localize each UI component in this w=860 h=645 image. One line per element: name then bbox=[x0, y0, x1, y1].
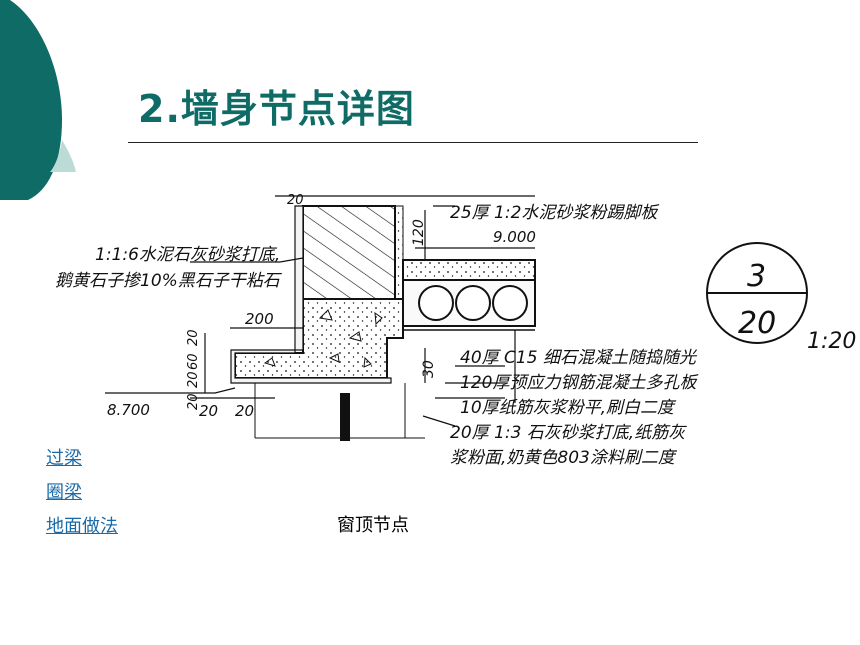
detail-sheet: 20 bbox=[738, 306, 776, 341]
dim-60: 60 bbox=[186, 353, 201, 370]
link-floor-method[interactable]: 地面做法 bbox=[46, 516, 118, 537]
detail-number: 3 bbox=[747, 259, 766, 294]
dim-20-c: 20 bbox=[186, 393, 201, 410]
dim-20-top: 20 bbox=[287, 193, 304, 208]
link-lintel[interactable]: 过梁 bbox=[46, 448, 82, 469]
dim-20-a: 20 bbox=[186, 329, 201, 346]
title-underline bbox=[128, 142, 698, 143]
dim-200: 200 bbox=[245, 310, 274, 328]
elevation-9000: 9.000 bbox=[493, 228, 536, 246]
floor-topping bbox=[402, 259, 536, 281]
note-plaster-2: 浆粉面,奶黄色803涂料刷二度 bbox=[450, 448, 678, 468]
dim-30: 30 bbox=[421, 360, 437, 378]
note-plaster-1: 20厚 1:3 石灰砂浆打底,纸筋灰 bbox=[450, 423, 687, 443]
dim-20-e: 20 bbox=[235, 402, 254, 420]
note-slab: 120厚预应力钢筋混凝土多孔板 bbox=[460, 373, 699, 393]
dim-20-b: 20 bbox=[186, 371, 201, 388]
note-ceiling: 10厚纸筋灰浆粉平,刷白二度 bbox=[460, 398, 677, 418]
base-coat-label-1: 1:1:6水泥石灰砂浆打底, bbox=[95, 245, 280, 265]
detail-index-symbol bbox=[706, 242, 808, 344]
elevation-8700: 8.700 bbox=[107, 401, 150, 419]
dim-120: 120 bbox=[411, 219, 427, 246]
link-ring-beam[interactable]: 圈梁 bbox=[46, 482, 82, 503]
link-list: 过梁 圈梁 地面做法 bbox=[46, 442, 118, 544]
wall-detail-drawing: 20 120 25厚 1:2水泥砂浆粉踢脚板 9.000 1:1:6水泥石灰砂浆… bbox=[55, 193, 856, 468]
drawing-caption: 窗顶节点 bbox=[337, 515, 409, 536]
brick-wall bbox=[302, 205, 396, 300]
dim-20-d: 20 bbox=[199, 402, 218, 420]
note-topping: 40厚 C15 细石混凝土随捣随光 bbox=[460, 348, 698, 368]
scale-label: 1:20 bbox=[807, 329, 856, 354]
skirting-label: 25厚 1:2水泥砂浆粉踢脚板 bbox=[450, 203, 660, 223]
page-title: 2.墙身节点详图 bbox=[138, 87, 415, 131]
decorative-corner-shape bbox=[0, 0, 76, 200]
base-coat-label-2: 鹅黄石子掺10%黑石子干粘石 bbox=[55, 271, 283, 291]
